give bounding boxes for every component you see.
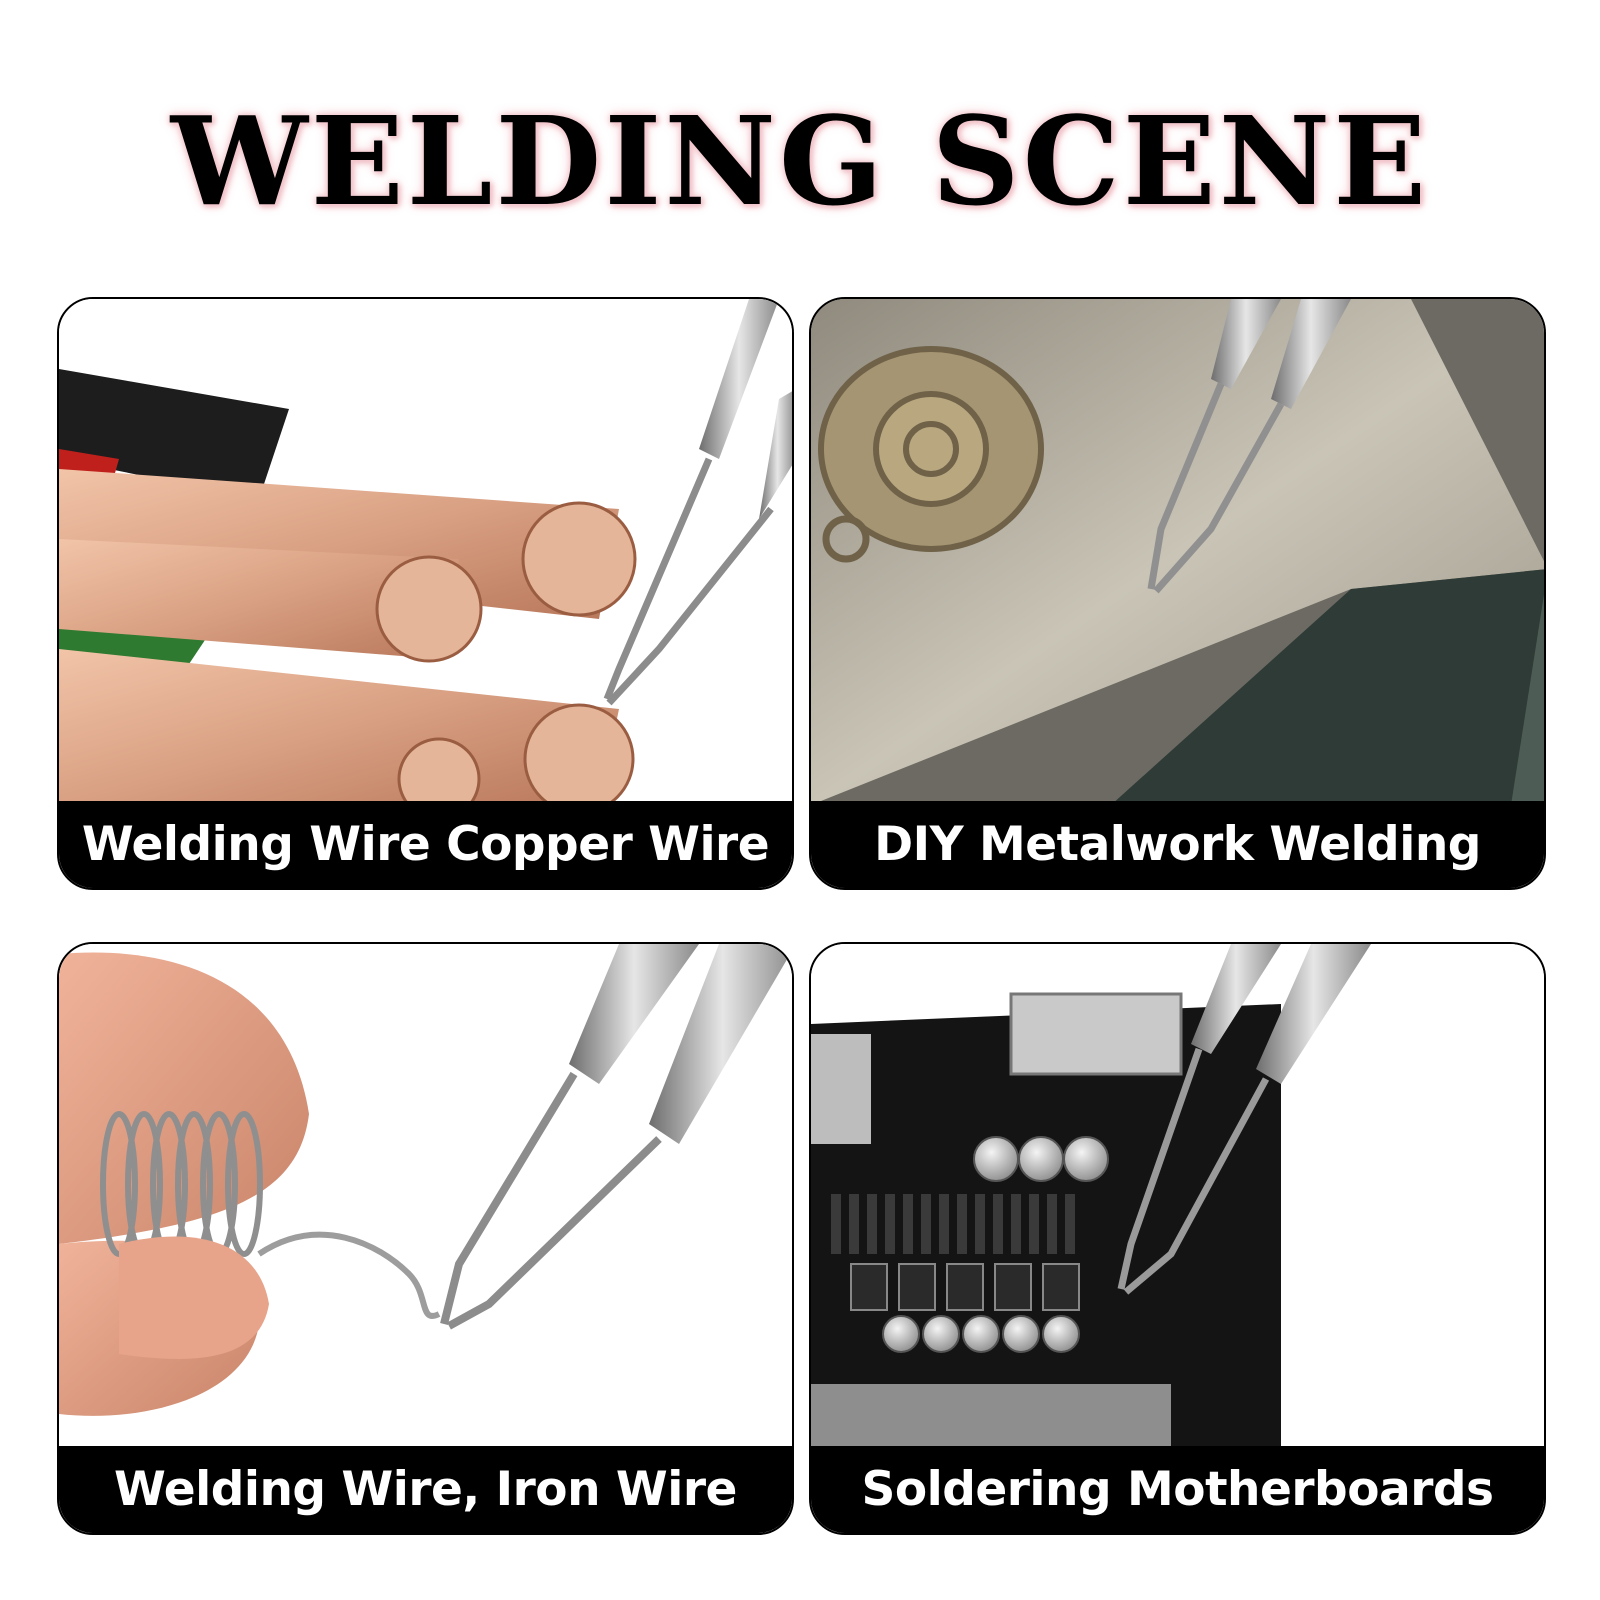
scene-caption: Welding Wire, Iron Wire [59,1446,792,1533]
iron-wire-coil-tweezers-photo [59,944,792,1450]
scene-caption: Welding Wire Copper Wire [59,801,792,888]
metal-block-tweezers-photo [811,299,1544,805]
copper-wire-tweezers-photo [59,299,792,805]
scene-panel-copper-wire: Welding Wire Copper Wire [57,297,794,890]
scene-caption: DIY Metalwork Welding [811,801,1544,888]
scene-caption: Soldering Motherboards [811,1446,1544,1533]
motherboard-tweezers-photo [811,944,1544,1450]
scene-panel-motherboard: Soldering Motherboards [809,942,1546,1535]
scene-panel-metalwork: DIY Metalwork Welding [809,297,1546,890]
scene-panel-iron-wire: Welding Wire, Iron Wire [57,942,794,1535]
page-title: WELDING SCENE [170,89,1430,233]
